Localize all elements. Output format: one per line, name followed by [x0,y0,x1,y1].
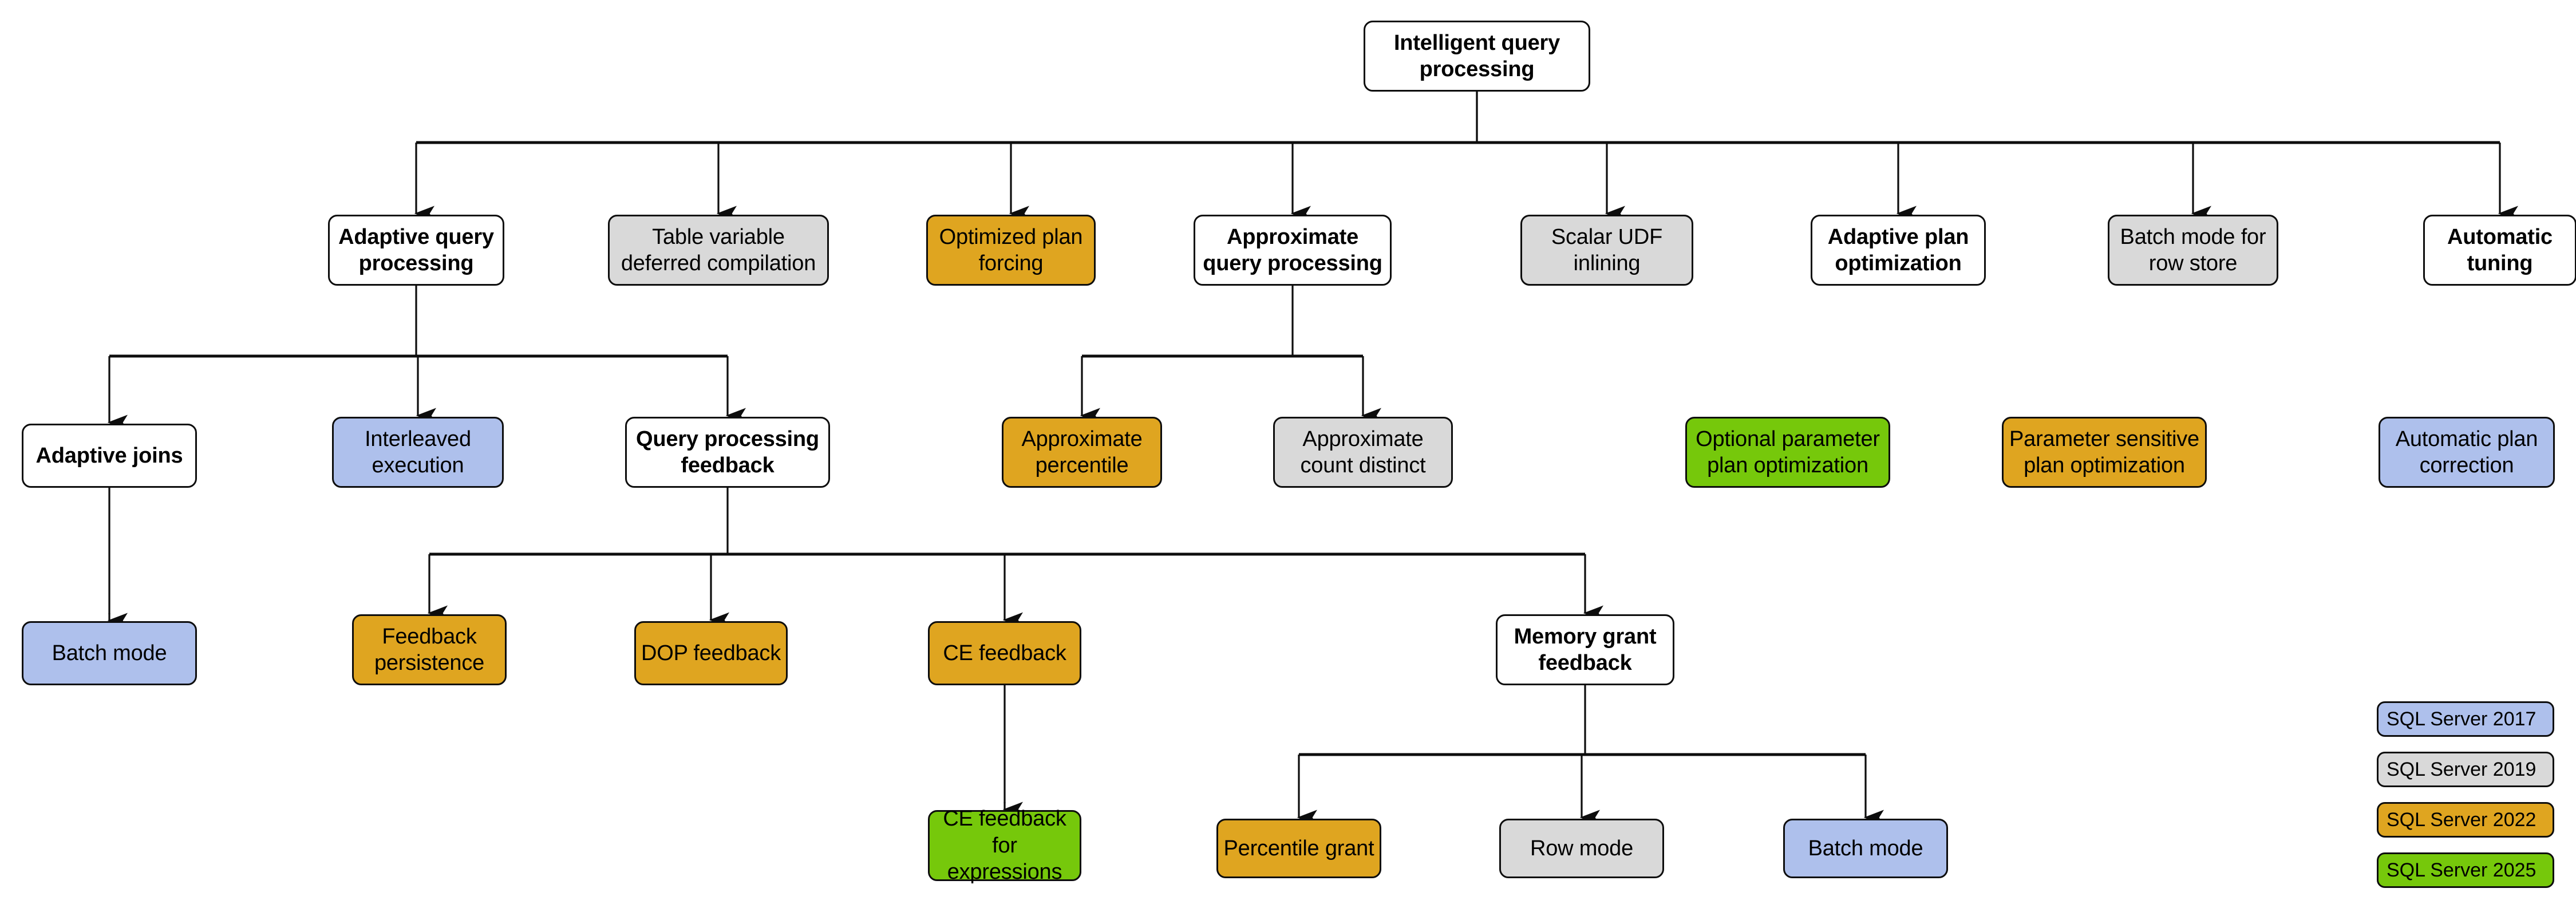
node-label: Adaptive joins [35,443,183,468]
node-label: DOP feedback [641,641,781,665]
node-oppo[interactable]: Optional parameter plan optimization [1685,417,1890,488]
node-label: Interleaved execution [365,427,471,477]
node-label: Automatic tuning [2447,224,2553,275]
node-ajoins[interactable]: Adaptive joins [22,424,197,488]
node-bmode1[interactable]: Batch mode [22,621,197,685]
legend-item-1[interactable]: SQL Server 2019 [2377,752,2554,787]
node-label: Adaptive plan optimization [1827,224,1969,275]
node-label: Query processing feedback [636,427,819,477]
node-pgrant[interactable]: Percentile grant [1216,819,1381,878]
node-ilexec[interactable]: Interleaved execution [332,417,504,488]
node-label: Scalar UDF inlining [1551,224,1663,275]
legend-label: SQL Server 2019 [2387,758,2537,780]
node-label: Batch mode [52,641,167,665]
node-label: Parameter sensitive plan optimization [2009,427,2199,477]
node-label: Feedback persistence [374,624,485,675]
node-root[interactable]: Intelligent query processing [1364,21,1590,92]
node-label: Batch mode [1808,836,1923,860]
node-bmode2[interactable]: Batch mode [1783,819,1948,878]
legend-item-2[interactable]: SQL Server 2022 [2377,802,2554,838]
node-opf[interactable]: Optimized plan forcing [926,215,1096,286]
node-label: Optional parameter plan optimization [1696,427,1880,477]
legend-label: SQL Server 2022 [2387,808,2537,831]
node-label: Approximate query processing [1203,224,1382,275]
legend-item-0[interactable]: SQL Server 2017 [2377,701,2554,737]
node-label: Approximate count distinct [1300,427,1426,477]
node-label: Intelligent query processing [1393,30,1560,81]
legend-item-3[interactable]: SQL Server 2025 [2377,852,2554,888]
node-apo[interactable]: Adaptive plan optimization [1811,215,1986,286]
node-apc[interactable]: Automatic plan correction [2379,417,2555,488]
node-apct[interactable]: Approximate percentile [1002,417,1162,488]
node-sudf[interactable]: Scalar UDF inlining [1520,215,1693,286]
node-label: CE feedback [943,641,1066,665]
node-cefb[interactable]: CE feedback [928,621,1081,685]
node-label: Adaptive query processing [338,224,494,275]
node-label: Memory grant feedback [1514,624,1657,675]
node-label: Approximate percentile [1021,427,1143,477]
node-tvdc[interactable]: Table variable deferred compilation [608,215,829,286]
node-acd[interactable]: Approximate count distinct [1273,417,1453,488]
legend-label: SQL Server 2017 [2387,708,2537,730]
node-cefbexpr[interactable]: CE feedback for expressions [928,807,1081,884]
node-label: Optimized plan forcing [939,224,1083,275]
node-label: Automatic plan correction [2395,427,2538,477]
node-bmrs[interactable]: Batch mode for row store [2108,215,2278,286]
node-dopfb[interactable]: DOP feedback [634,621,788,685]
node-autotune[interactable]: Automatic tuning [2423,215,2576,286]
node-rowmode[interactable]: Row mode [1499,819,1664,878]
node-apq[interactable]: Approximate query processing [1194,215,1392,286]
node-label: Percentile grant [1223,836,1374,860]
legend-label: SQL Server 2025 [2387,859,2537,881]
node-label: Table variable deferred compilation [621,224,816,275]
node-qpf[interactable]: Query processing feedback [625,417,830,488]
node-fbpersist[interactable]: Feedback persistence [352,614,507,685]
node-mgf[interactable]: Memory grant feedback [1496,614,1674,685]
node-label: CE feedback for expressions [943,807,1066,885]
node-pspo[interactable]: Parameter sensitive plan optimization [2002,417,2207,488]
node-label: Batch mode for row store [2120,224,2266,275]
node-label: Row mode [1530,836,1634,860]
node-aqp[interactable]: Adaptive query processing [328,215,504,286]
